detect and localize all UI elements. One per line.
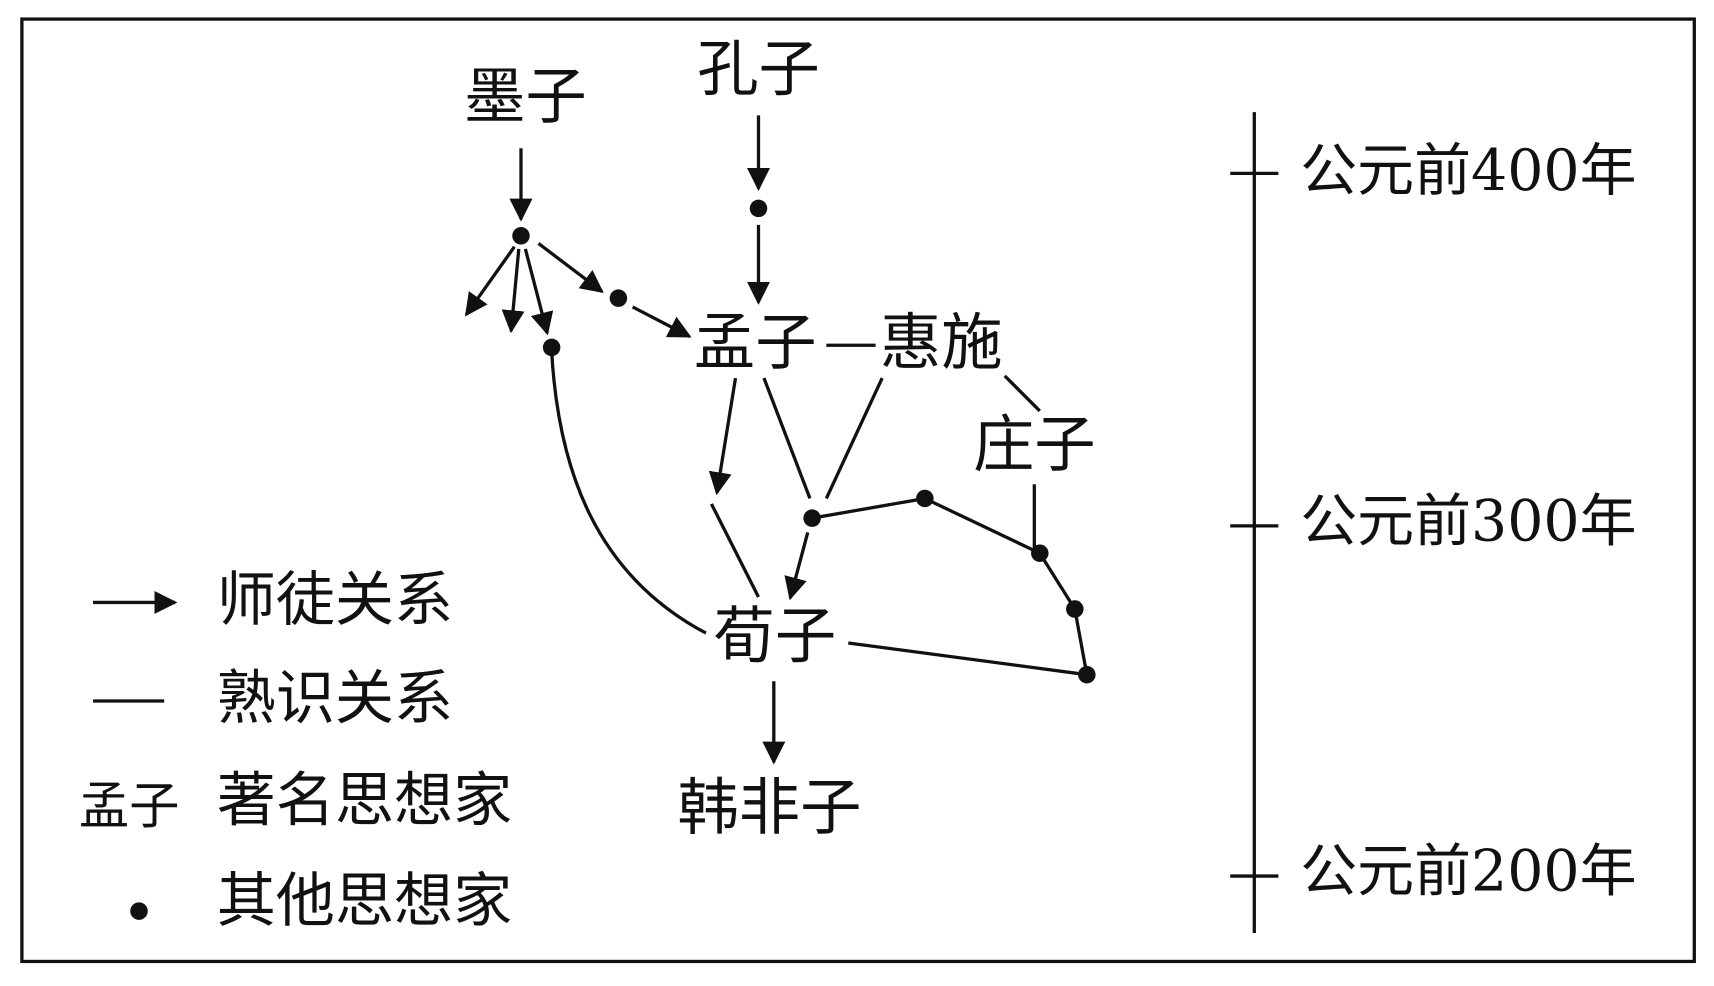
legend-famous-sample: 孟子 [79, 776, 180, 835]
arrow-edge [501, 248, 525, 334]
timeline: 公元前400年 公元前300年 公元前200年 [1230, 112, 1637, 933]
node-mengzi: 孟子 [694, 308, 817, 379]
timeline-label-200bc: 公元前200年 [1300, 839, 1636, 905]
legend: 师徒关系 熟识关系 孟子 著名思想家 其他思想家 [79, 565, 512, 935]
legend-other: 其他思想家 [217, 866, 512, 935]
node-hanfeizi: 韩非子 [678, 773, 862, 844]
line-edge [1038, 552, 1077, 610]
timeline-label-300bc: 公元前300年 [1300, 488, 1636, 554]
other-thinker-dot [1066, 600, 1084, 618]
timeline-label-400bc: 公元前400年 [1300, 138, 1636, 204]
arrow-edge [784, 531, 810, 601]
line-edge [1073, 608, 1089, 675]
arrow-edge [464, 245, 516, 317]
edges [464, 115, 1089, 765]
other-thinker-dot [1031, 544, 1049, 562]
other-thinker-dot [609, 289, 628, 307]
node-huishi: 惠施 [880, 308, 1003, 379]
legend-famous: 著名思想家 [217, 765, 512, 834]
other-thinker-dot [1078, 665, 1096, 684]
other-thinker-dot [749, 199, 768, 218]
node-kongzi: 孔子 [697, 34, 820, 105]
line-edge [762, 377, 812, 500]
node-mozi: 墨子 [464, 61, 587, 132]
other-thinker-dots [512, 199, 1096, 684]
other-thinker-dot [803, 509, 821, 527]
node-zhuangzi: 庄子 [973, 409, 1096, 480]
other-thinker-dot [916, 489, 934, 508]
line-edge [824, 377, 884, 500]
frame [20, 17, 1696, 964]
line-huishi-zhuangzi [1003, 374, 1041, 413]
arrow-edge [537, 242, 604, 293]
other-thinker-dot [512, 227, 530, 245]
arrow-edge [708, 377, 738, 496]
line-xunzi-dot [848, 641, 1088, 677]
line-edge [709, 503, 760, 598]
legend-acquaintance: 熟识关系 [217, 664, 453, 733]
line-edge [924, 496, 1041, 555]
arrow-edge [523, 248, 554, 336]
line-edge [811, 496, 926, 520]
node-xunzi: 荀子 [714, 601, 837, 672]
legend-dot-icon [130, 902, 148, 920]
curve-dot-xunzi [549, 350, 707, 635]
arrow-edge [631, 305, 692, 338]
legend-teacher-student: 师徒关系 [217, 565, 453, 634]
other-thinker-dot [542, 338, 561, 357]
